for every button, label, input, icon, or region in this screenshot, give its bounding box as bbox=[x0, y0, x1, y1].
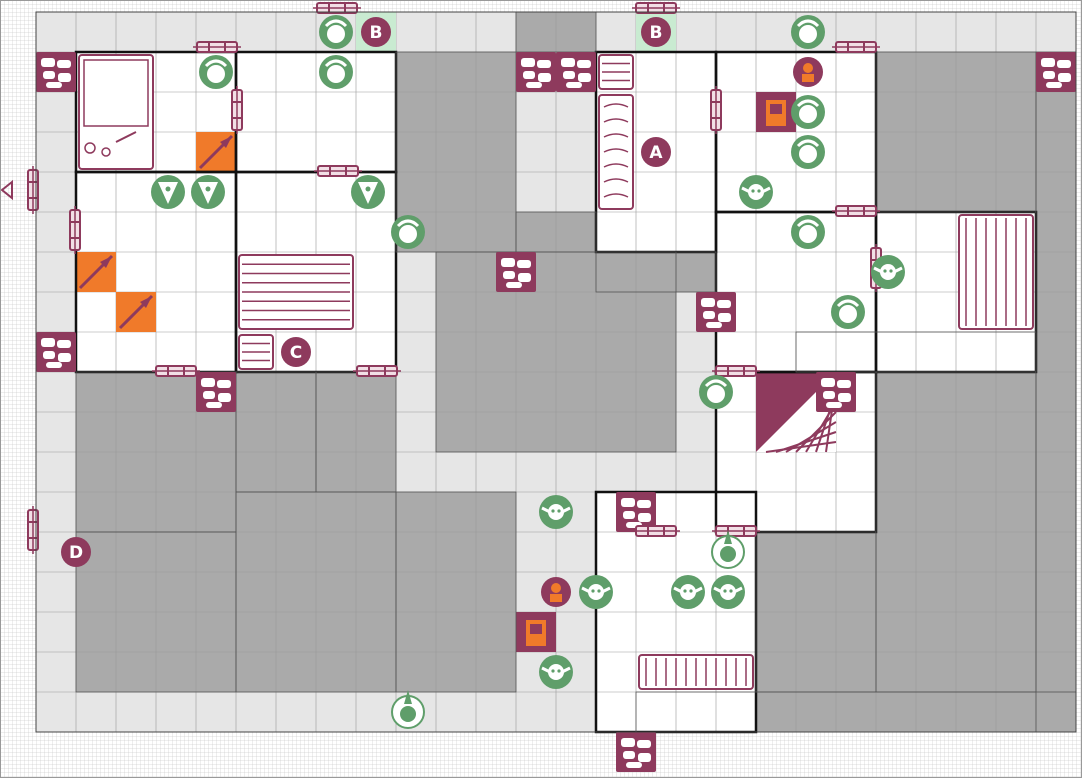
orc-icon[interactable] bbox=[831, 295, 865, 329]
rubble-icon bbox=[616, 732, 656, 772]
marker-letter: D bbox=[69, 543, 83, 563]
goblin-icon[interactable] bbox=[539, 495, 573, 529]
orc-icon[interactable] bbox=[199, 55, 233, 89]
door-icon[interactable] bbox=[193, 41, 241, 53]
hero-figure-icon[interactable] bbox=[541, 577, 571, 607]
door-icon[interactable] bbox=[314, 165, 362, 177]
cupboard-icon bbox=[598, 54, 634, 90]
goblin-icon[interactable] bbox=[539, 655, 573, 689]
door-icon[interactable] bbox=[832, 205, 880, 217]
fimir-icon[interactable] bbox=[351, 175, 385, 209]
marker-letter: A bbox=[649, 143, 663, 163]
orc-icon[interactable] bbox=[791, 135, 825, 169]
orc-icon[interactable] bbox=[699, 375, 733, 409]
door-icon[interactable] bbox=[313, 2, 361, 14]
goblin-icon[interactable] bbox=[671, 575, 705, 609]
rubble-icon bbox=[496, 252, 536, 292]
goblin-icon[interactable] bbox=[579, 575, 613, 609]
rubble-icon bbox=[516, 52, 556, 92]
rubble-icon bbox=[36, 332, 76, 372]
throne-icon bbox=[756, 92, 796, 132]
alchemist-bench-icon bbox=[78, 54, 154, 170]
rack-icon bbox=[958, 214, 1034, 330]
door-icon[interactable] bbox=[632, 525, 680, 537]
door-icon[interactable] bbox=[712, 365, 760, 377]
tomb-icon bbox=[598, 94, 634, 210]
door-icon[interactable] bbox=[152, 365, 200, 377]
spear-trap-icon bbox=[116, 292, 156, 332]
marker-letter: C bbox=[290, 343, 302, 363]
trap-squares bbox=[76, 132, 236, 332]
furniture bbox=[78, 54, 1034, 690]
orc-icon[interactable] bbox=[319, 55, 353, 89]
fimir-icon[interactable] bbox=[191, 175, 225, 209]
door-icon[interactable] bbox=[69, 206, 81, 254]
marker-letter: B bbox=[370, 23, 383, 43]
rubble-icon bbox=[556, 52, 596, 92]
solid-block bbox=[1036, 52, 1076, 732]
orc-icon[interactable] bbox=[791, 95, 825, 129]
orc-icon[interactable] bbox=[791, 15, 825, 49]
goblin-icon[interactable] bbox=[711, 575, 745, 609]
letter-markers: B B A C D bbox=[61, 17, 671, 567]
marker-letter: B bbox=[650, 23, 663, 43]
rubble-blocks bbox=[36, 52, 1076, 772]
door-icon[interactable] bbox=[832, 41, 880, 53]
door-icon[interactable] bbox=[712, 525, 760, 537]
orc-icon[interactable] bbox=[391, 215, 425, 249]
spear-trap-icon bbox=[76, 252, 116, 292]
boss-icon[interactable] bbox=[711, 530, 745, 569]
monster-tokens bbox=[151, 15, 905, 729]
orc-icon[interactable] bbox=[791, 215, 825, 249]
throne-icon bbox=[516, 612, 556, 652]
marker-c: C bbox=[281, 337, 311, 367]
spear-trap-icon bbox=[196, 132, 236, 172]
goblin-icon[interactable] bbox=[739, 175, 773, 209]
rubble-icon bbox=[816, 372, 856, 412]
cupboard-icon bbox=[238, 334, 274, 370]
door-icon[interactable] bbox=[632, 2, 680, 14]
orc-icon[interactable] bbox=[319, 15, 353, 49]
rubble-icon bbox=[696, 292, 736, 332]
marker-b: B bbox=[641, 17, 671, 47]
boss-icon[interactable] bbox=[391, 690, 425, 729]
marker-b: B bbox=[361, 17, 391, 47]
rubble-icon bbox=[1036, 52, 1076, 92]
hero-figure-icon[interactable] bbox=[793, 57, 823, 87]
marker-d: D bbox=[61, 537, 91, 567]
fimir-icon[interactable] bbox=[151, 175, 185, 209]
weapons-rack-icon bbox=[638, 654, 754, 690]
rubble-icon bbox=[36, 52, 76, 92]
table-icon bbox=[238, 254, 354, 330]
door-icon[interactable] bbox=[710, 86, 722, 134]
rubble-icon bbox=[196, 372, 236, 412]
door-icon[interactable] bbox=[231, 86, 243, 134]
marker-a: A bbox=[641, 137, 671, 167]
rubble-icon bbox=[616, 492, 656, 532]
exit-arrow-icon bbox=[0, 179, 13, 201]
door-icon[interactable] bbox=[353, 365, 401, 377]
solid-block bbox=[396, 492, 516, 692]
goblin-icon[interactable] bbox=[871, 255, 905, 289]
